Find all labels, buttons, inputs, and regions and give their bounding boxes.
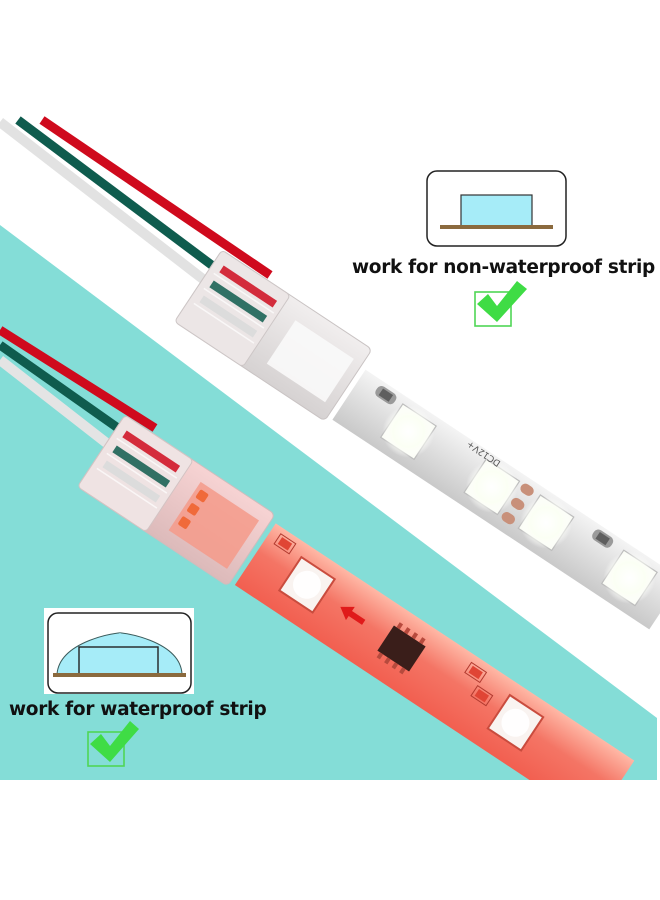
bottom-wire-bundle (0, 326, 158, 456)
non-waterproof-caption: work for non-waterproof strip (352, 257, 655, 278)
waterproof-caption: work for waterproof strip (9, 699, 267, 720)
red-led-strip (234, 523, 635, 780)
checkmark-icon (474, 281, 527, 327)
non-waterproof-strip-cross-section-icon (426, 170, 567, 247)
checkmark-icon (87, 721, 139, 767)
waterproof-strip-cross-section-icon (44, 608, 194, 694)
white-led-strip: DC12V+ (332, 369, 660, 630)
bottom-connector (78, 416, 274, 585)
top-wire-bundle (0, 116, 273, 304)
top-connector (175, 251, 371, 420)
